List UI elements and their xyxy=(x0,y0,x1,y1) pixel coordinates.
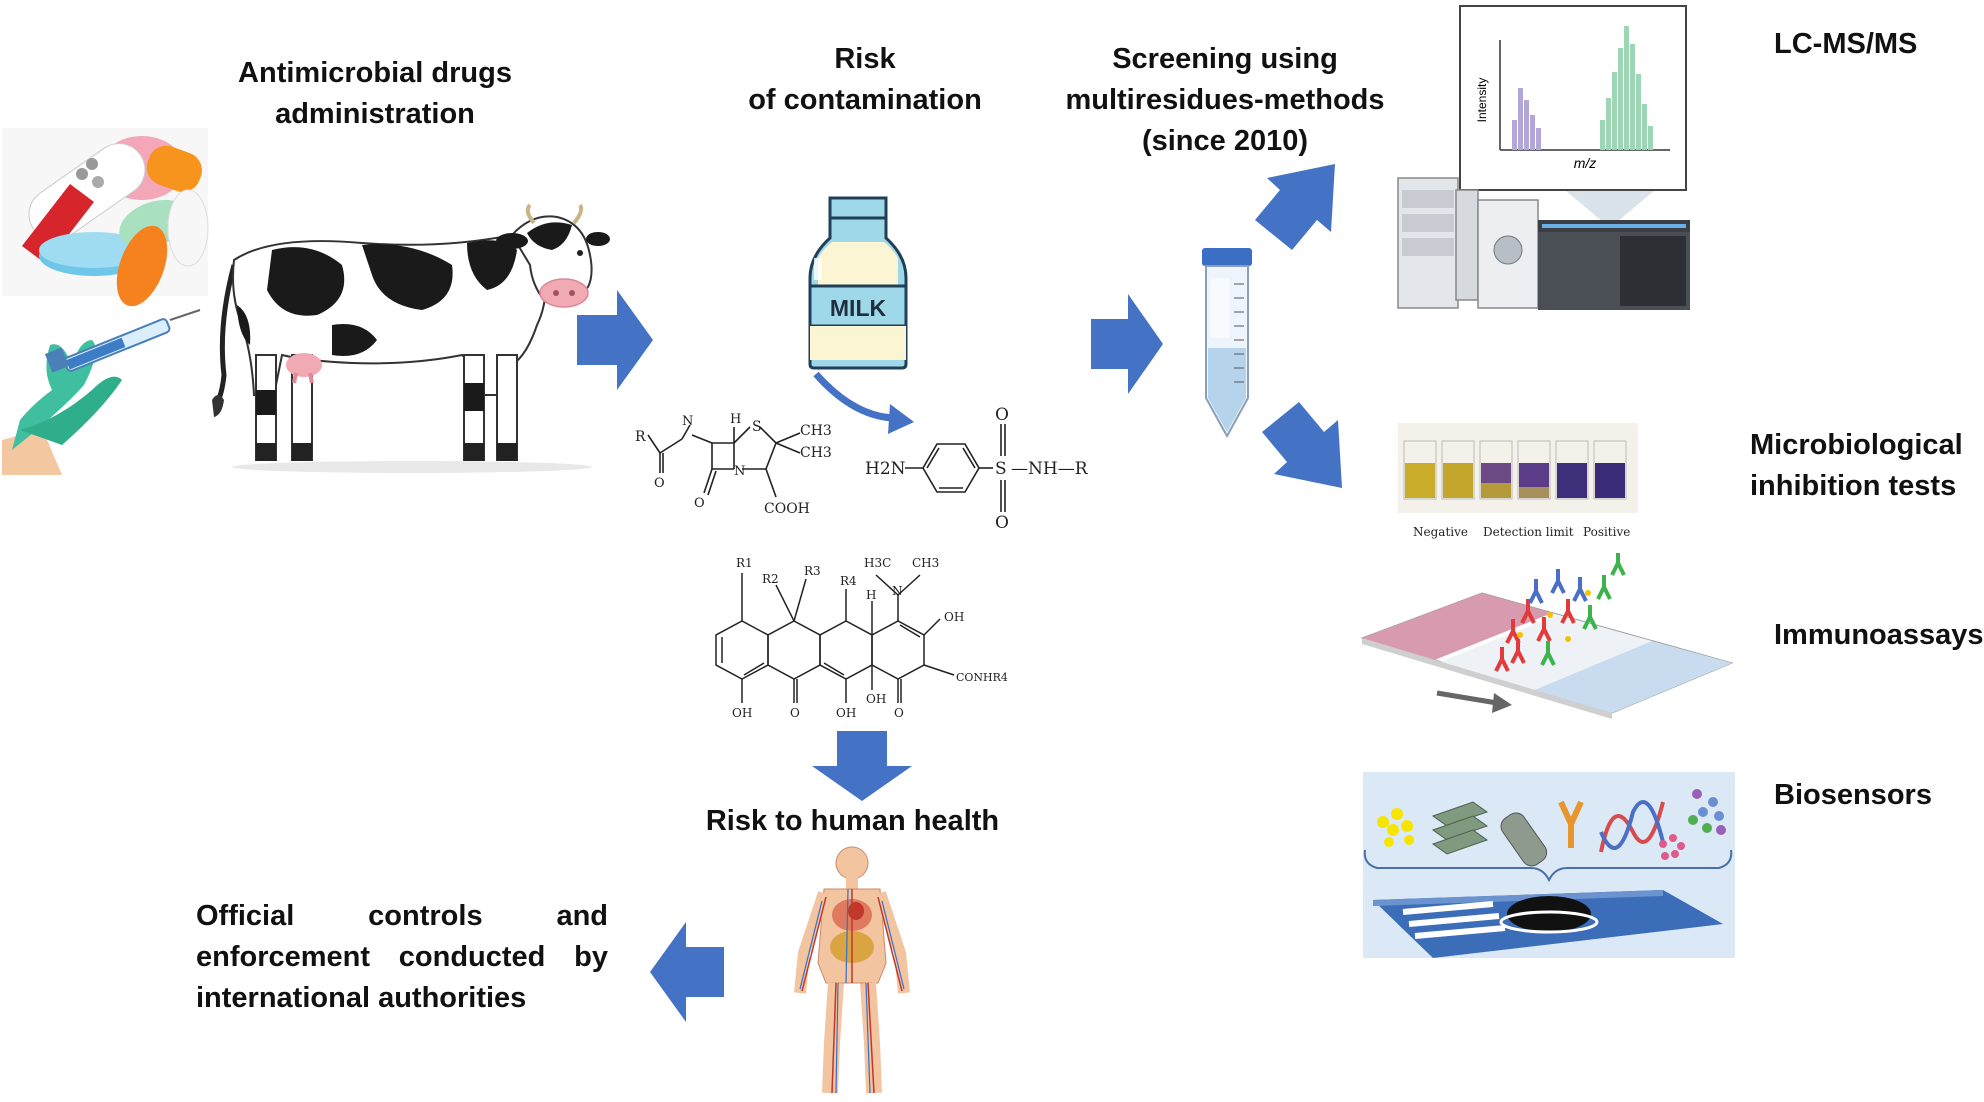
svg-text:CONHR4: CONHR4 xyxy=(956,671,1008,684)
mass-spectrometer-icon: Intensity m/z xyxy=(1397,5,1690,310)
svg-text:O: O xyxy=(995,513,1009,533)
svg-text:CH3: CH3 xyxy=(800,423,832,439)
arrow-to-screening xyxy=(1091,294,1163,394)
svg-text:OH: OH xyxy=(732,706,752,720)
label-risk-human-health: Risk to human health xyxy=(705,805,1000,837)
curved-arrow-milk-to-chem xyxy=(813,371,914,434)
svg-text:H: H xyxy=(730,412,741,427)
svg-text:O: O xyxy=(694,496,705,511)
caption-positive: Positive xyxy=(1583,525,1631,539)
svg-text:OH: OH xyxy=(944,610,964,624)
arrow-to-human-health xyxy=(812,731,912,801)
svg-text:H3C: H3C xyxy=(864,556,891,570)
caption-negative: Negative xyxy=(1413,525,1468,539)
label-antimicrobial: Antimicrobial drugs administration xyxy=(238,57,512,130)
svg-text:COOH: COOH xyxy=(764,501,810,517)
svg-text:CH3: CH3 xyxy=(800,445,832,461)
svg-text:O: O xyxy=(790,706,800,720)
label-risk-contamination: Risk of contamination xyxy=(748,43,982,116)
lateral-flow-strip-icon xyxy=(1360,553,1734,719)
svg-text:R: R xyxy=(635,429,646,445)
milk-label: MILK xyxy=(830,295,887,321)
svg-text:O: O xyxy=(995,405,1009,425)
label-official-controls: Official controls and enforcement conduc… xyxy=(196,900,608,1014)
svg-text:R1: R1 xyxy=(736,556,753,570)
syringe-glove-icon xyxy=(2,309,201,475)
svg-text:S: S xyxy=(995,459,1007,479)
milk-bottle-icon: MILK xyxy=(808,196,908,370)
cow-icon xyxy=(212,203,610,473)
test-plate-icon xyxy=(1398,423,1638,513)
svg-text:—NH—R: —NH—R xyxy=(1011,459,1089,479)
svg-text:S: S xyxy=(752,419,762,435)
penicillin-structure: R N H S CH3 CH3 N O O COOH xyxy=(635,412,832,517)
arrow-to-microbiological xyxy=(1262,402,1342,488)
label-microbiological: Microbiological inhibition tests xyxy=(1750,429,1963,502)
sulfonamide-structure: H2N O S —NH—R O xyxy=(865,405,1089,533)
svg-text:R2: R2 xyxy=(762,572,779,586)
svg-text:H2N: H2N xyxy=(865,459,906,479)
test-tube-icon xyxy=(1202,248,1252,439)
svg-text:OH: OH xyxy=(836,706,856,720)
svg-text:O: O xyxy=(654,476,665,491)
label-screening: Screening using multiresidues-methods (s… xyxy=(1065,43,1385,157)
label-immunoassays: Immunoassays xyxy=(1774,619,1984,651)
human-body-icon xyxy=(794,846,910,1094)
svg-text:H: H xyxy=(866,588,876,602)
label-biosensors: Biosensors xyxy=(1774,779,1932,811)
svg-text:R3: R3 xyxy=(804,564,821,578)
svg-text:N: N xyxy=(892,584,903,598)
svg-text:N: N xyxy=(734,464,745,479)
arrow-to-official-controls xyxy=(650,922,724,1022)
caption-detection-limit: Detection limit xyxy=(1483,525,1574,539)
tetracycline-structure: R1 R2 R3 R4 H3C CH3 N H OH CONHR4 OH O O… xyxy=(715,556,1008,720)
pills-icon xyxy=(2,128,209,307)
mz-axis-label: m/z xyxy=(1574,155,1597,171)
intensity-axis-label: Intensity xyxy=(1475,78,1489,123)
biosensor-icon xyxy=(1363,772,1735,958)
svg-text:R4: R4 xyxy=(840,574,857,588)
label-lcms: LC-MS/MS xyxy=(1774,28,1918,60)
arrow-to-lcms xyxy=(1255,164,1335,250)
svg-text:N: N xyxy=(682,414,693,429)
arrow-to-milk xyxy=(577,290,653,390)
svg-text:OH: OH xyxy=(866,692,886,706)
svg-text:O: O xyxy=(894,706,904,720)
svg-text:CH3: CH3 xyxy=(912,556,939,570)
